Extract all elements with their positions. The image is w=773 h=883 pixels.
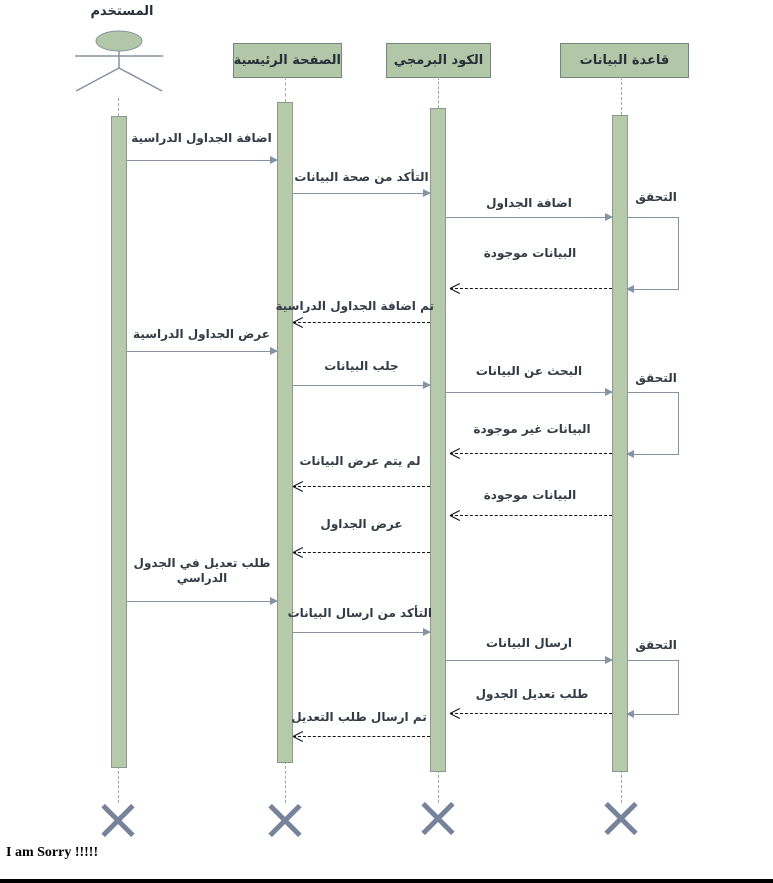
message-view-study-schedules: عرض الجداول الدراسية: [133, 327, 270, 341]
lifeline-code-bottom: [438, 770, 439, 803]
lifeline-main-bottom: [285, 761, 286, 803]
message-verify-data-sent: التأكد من ارسال البيانات: [287, 606, 432, 620]
destroy-x-code-icon: [419, 799, 457, 837]
message-modification-request-sent: تم ارسال طلب التعديل: [291, 710, 427, 724]
self-call-verify-1-label: التحقق: [635, 190, 677, 204]
loop-arrowhead-icon: [626, 710, 634, 718]
actor-label: المستخدم: [90, 4, 154, 19]
message-fetch-data: جلب البيانات: [324, 359, 399, 373]
self-call-loop-3: [626, 660, 679, 718]
actor-stick-figure-icon: [75, 30, 163, 92]
bottom-border: [0, 879, 773, 883]
activation-bar-user: [111, 116, 127, 768]
lifeline-user-bottom: [118, 766, 119, 803]
message-data-not-displayed: لم يتم عرض البيانات: [299, 454, 421, 468]
lifeline-main-top: [285, 77, 286, 102]
participant-main-page: الصفحة الرئيسية: [233, 43, 342, 78]
activation-bar-code: [430, 108, 446, 772]
message-search-data: البحث عن البيانات: [475, 364, 583, 378]
message-add-study-schedules: اضافة الجداول الدراسية: [131, 131, 272, 145]
message-data-not-found: البيانات غير موجودة: [473, 422, 591, 436]
loop-arrowhead-icon: [626, 285, 634, 293]
message-add-schedules: اضافة الجداول: [486, 196, 572, 210]
lifeline-db-top: [621, 77, 622, 115]
footer-note: I am Sorry !!!!!: [6, 845, 99, 860]
self-call-verify-2-label: التحقق: [635, 371, 677, 385]
message-display-schedules: عرض الجداول: [320, 517, 403, 531]
participant-code: الكود البرمجي: [386, 43, 491, 78]
message-data-exists-1: البيانات موجودة: [483, 246, 577, 260]
lifeline-code-top: [438, 77, 439, 108]
activation-bar-main: [277, 102, 293, 763]
message-request-schedule-modification: طلب تعديل في الجدول الدراسي: [133, 556, 271, 585]
loop-arrowhead-icon: [626, 450, 634, 458]
lifeline-user-top: [118, 98, 119, 116]
message-send-data: ارسال البيانات: [486, 636, 572, 650]
destroy-x-db-icon: [602, 799, 640, 837]
activation-bar-db: [612, 115, 628, 772]
message-study-schedules-added: تم اضافة الجداول الدراسية: [275, 299, 434, 313]
lifeline-db-bottom: [621, 770, 622, 803]
message-data-exists-2: البيانات موجودة: [483, 488, 577, 502]
self-call-loop-1: [626, 217, 679, 293]
destroy-x-user-icon: [99, 801, 137, 839]
self-call-loop-2: [626, 392, 679, 458]
message-schedule-modification-request: طلب تعديل الجدول: [475, 687, 589, 701]
message-verify-data-validity: التأكد من صحة البيانات: [294, 170, 429, 184]
destroy-x-main-icon: [266, 801, 304, 839]
self-call-verify-3-label: التحقق: [635, 638, 677, 652]
participant-database: قاعدة البيانات: [560, 43, 689, 78]
